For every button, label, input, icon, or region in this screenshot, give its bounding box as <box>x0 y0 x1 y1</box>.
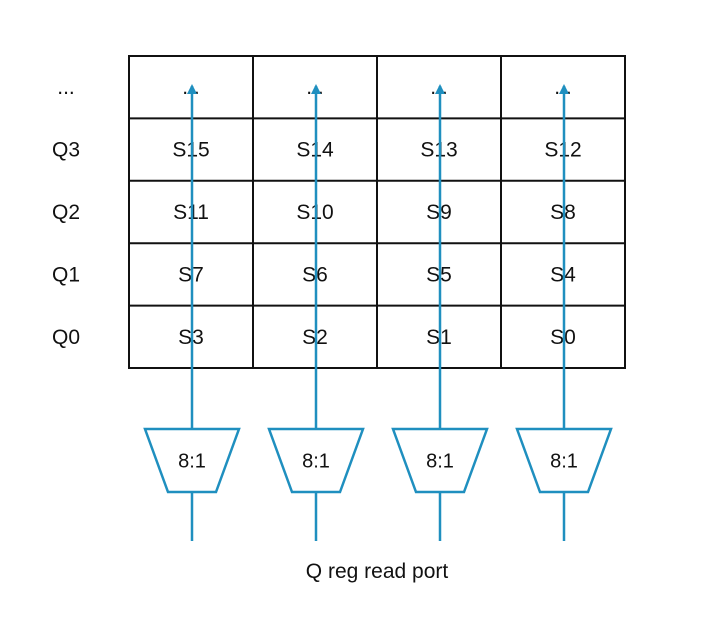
mux-8to1 <box>515 427 613 494</box>
read-port-caption: Q reg read port <box>306 560 449 583</box>
mux-label: 8:1 <box>302 451 330 473</box>
wire-arrowhead <box>311 84 321 94</box>
mux-label: 8:1 <box>178 451 206 473</box>
row-label: Q0 <box>52 326 80 349</box>
row-label: ... <box>57 76 75 99</box>
mux-8to1 <box>267 427 365 494</box>
multiplexers: 8:1 8:1 8:1 8:1 <box>143 427 613 494</box>
wire-arrowhead <box>187 84 197 94</box>
row-label: Q3 <box>52 139 80 162</box>
mux-label: 8:1 <box>426 451 454 473</box>
mux-8to1 <box>143 427 241 494</box>
row-label: Q1 <box>52 263 80 286</box>
mux-8to1 <box>391 427 489 494</box>
register-grid: ............S15S14S13S12S11S10S9S8S7S6S5… <box>128 55 626 369</box>
row-label: Q2 <box>52 201 80 224</box>
read-wires <box>187 84 569 541</box>
wire-arrowhead <box>435 84 445 94</box>
mux-label: 8:1 <box>550 451 578 473</box>
wire-arrowhead <box>559 84 569 94</box>
